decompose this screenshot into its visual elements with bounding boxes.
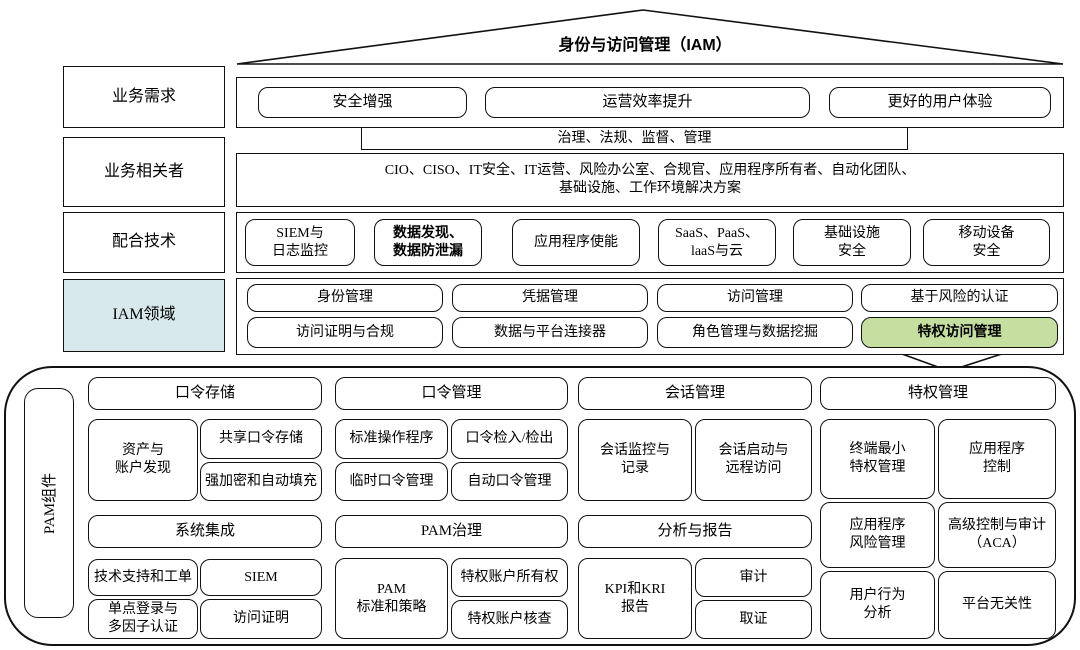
- need-item: 安全增强: [258, 87, 467, 118]
- pam-cell: SIEM: [200, 559, 322, 596]
- pam-cell: 特权账户核查: [451, 600, 568, 639]
- need-item: 更好的用户体验: [829, 87, 1051, 118]
- pam-cell: 自动口令管理: [451, 462, 568, 501]
- pam-components-label: PAM组件: [24, 388, 74, 618]
- iam-domain-item: 角色管理与数据挖掘: [657, 317, 853, 348]
- pam-cell: 标准操作程序: [335, 419, 448, 459]
- tech-item: SaaS、PaaS、 laaS与云: [658, 219, 776, 266]
- tech-item: 数据发现、 数据防泄漏: [374, 219, 482, 266]
- pam-header-analytics-reporting: 分析与报告: [578, 515, 812, 548]
- pam-cell: 审计: [695, 558, 812, 597]
- pam-header-privilege-management: 特权管理: [820, 377, 1056, 410]
- pam-cell: 高级控制与审计 （ACA）: [938, 502, 1056, 568]
- iam-domain-item-pam-highlight: 特权访问管理: [861, 317, 1058, 348]
- tech-item: SIEM与 日志监控: [245, 219, 355, 266]
- iam-domain-item: 访问管理: [657, 284, 853, 312]
- pam-cell: 应用程序 风险管理: [820, 502, 935, 568]
- pam-cell: 访问证明: [200, 599, 322, 639]
- label-stakeholders: 业务相关者: [63, 137, 225, 207]
- pam-cell: 特权账户所有权: [451, 558, 568, 597]
- pam-cell: 强加密和自动填充: [200, 462, 322, 501]
- label-iam-domains: IAM领域: [63, 279, 225, 352]
- pam-header-password-management: 口令管理: [335, 377, 568, 410]
- label-business-needs: 业务需求: [63, 66, 225, 128]
- pam-cell: 平台无关性: [938, 571, 1056, 639]
- pam-cell: 终端最小 特权管理: [820, 419, 935, 499]
- pam-cell: 共享口令存储: [200, 419, 322, 459]
- iam-domain-item: 基于风险的认证: [861, 284, 1058, 312]
- iam-domain-item: 身份管理: [247, 284, 443, 312]
- pam-cell: KPI和KRI 报告: [578, 558, 692, 639]
- pam-header-session-management: 会话管理: [578, 377, 812, 410]
- pam-cell: 单点登录与 多因子认证: [88, 599, 198, 639]
- stakeholders-line: CIO、CISO、IT安全、IT运营、风险办公室、合规官、应用程序所有者、自动化…: [384, 163, 916, 179]
- pam-cell: 技术支持和工单: [88, 559, 198, 596]
- stakeholders-line: 基础设施、工作环境解决方案: [559, 181, 741, 196]
- pam-cell: 口令检入/检出: [451, 419, 568, 459]
- governance-bar: 治理、法规、监督、管理: [361, 127, 908, 150]
- pam-cell: 用户行为 分析: [820, 571, 935, 639]
- need-item: 运营效率提升: [485, 87, 810, 118]
- pam-cell: 取证: [695, 600, 812, 639]
- tech-item: 应用程序使能: [512, 219, 640, 266]
- pam-cell: 临时口令管理: [335, 462, 448, 501]
- pam-cell: PAM 标准和策略: [335, 558, 448, 639]
- diagram-title: 身份与访问管理（IAM）: [558, 37, 732, 54]
- iam-domain-item: 凭据管理: [452, 284, 648, 312]
- pam-cell: 会话启动与 远程访问: [695, 419, 812, 501]
- tech-item: 基础设施 安全: [793, 219, 911, 266]
- pam-header-system-integration: 系统集成: [88, 515, 322, 548]
- label-technologies: 配合技术: [63, 212, 225, 273]
- pam-cell: 会话监控与 记录: [578, 419, 692, 501]
- pam-header-password-storage: 口令存储: [88, 377, 322, 410]
- pam-header-pam-governance: PAM治理: [335, 515, 568, 548]
- iam-domain-item: 数据与平台连接器: [452, 317, 648, 348]
- pam-cell: 应用程序 控制: [938, 419, 1056, 499]
- pam-cell: 资产与 账户发现: [88, 419, 198, 501]
- tech-item: 移动设备 安全: [923, 219, 1050, 266]
- iam-domain-item: 访问证明与合规: [247, 317, 443, 348]
- stakeholders-panel: CIO、CISO、IT安全、IT运营、风险办公室、合规官、应用程序所有者、自动化…: [236, 153, 1064, 207]
